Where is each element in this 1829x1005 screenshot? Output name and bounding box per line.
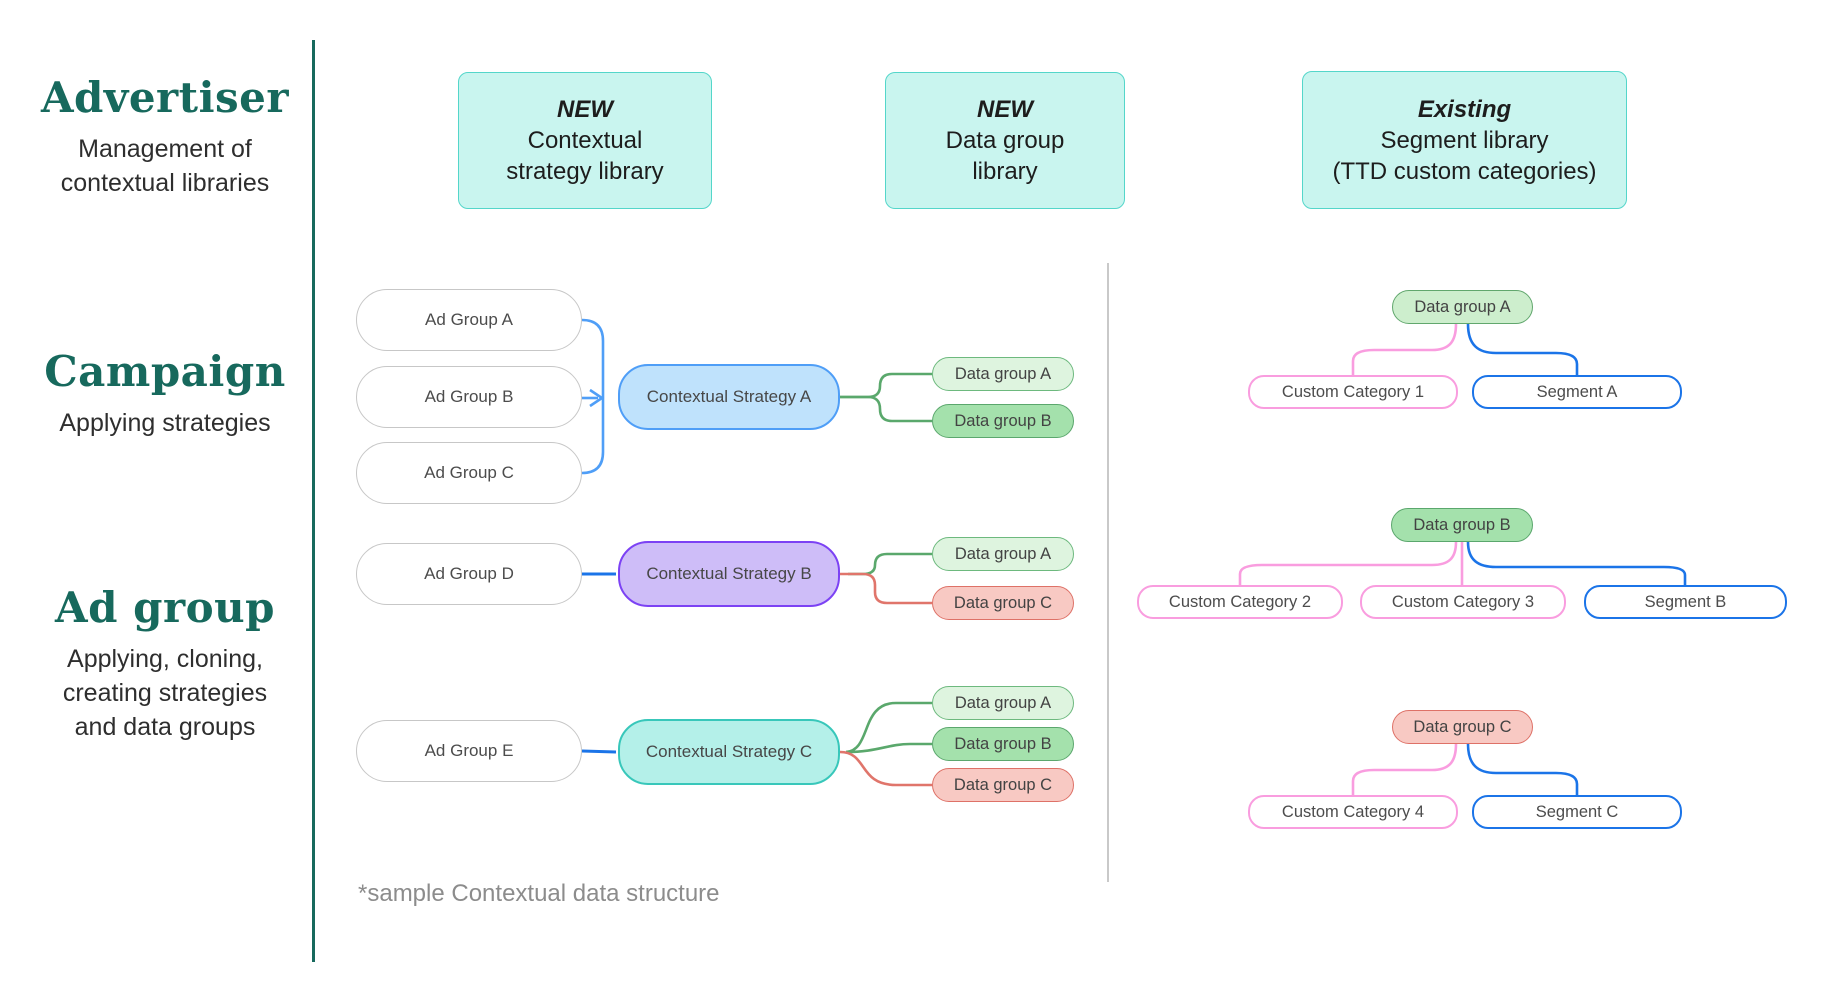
data-group-a-pill: Data group A [932,357,1074,391]
section-divider-line [1107,263,1109,882]
tree-a-connectors [1351,323,1579,375]
advertiser-title: Advertiser [40,73,290,122]
node-label: Data group A [954,364,1052,383]
campaign-title: Campaign [44,347,286,396]
custom-category-1-pill: Custom Category 1 [1248,375,1458,409]
node-label: Contextual Strategy C [645,742,813,761]
library-name: Data group library [945,127,1065,185]
ad-group-subtitle: Applying, cloning, creating strategies a… [62,645,268,741]
node-label: Custom Category 3 [1391,592,1535,611]
node-label: Ad Group D [424,564,514,583]
contextual-strategy-b-node: Contextual Strategy B [618,541,840,607]
node-label: Data group C [1413,717,1512,736]
node-label: Contextual Strategy A [646,387,812,406]
library-tag: NEW [977,96,1033,123]
data-group-c-pill: Data group C [932,586,1074,620]
segment-a-pill: Segment A [1472,375,1682,409]
node-label: Data group A [1414,297,1511,316]
contextual-strategy-c-node: Contextual Strategy C [618,719,840,785]
node-label: Ad Group C [424,463,514,482]
custom-category-4-pill: Custom Category 4 [1248,795,1458,829]
node-label: Data group B [954,411,1052,430]
library-box-contextual-strategy: NEW Contextual strategy library [458,72,712,209]
library-name: Contextual strategy library [506,127,664,185]
node-label: Ad Group A [425,310,513,329]
footnote: *sample Contextual data structure [358,880,720,907]
rail-section-advertiser: Advertiser Management of contextual libr… [20,72,310,200]
node-label: Ad Group E [424,741,514,760]
node-label: Custom Category 4 [1281,802,1425,821]
ad-group-e-node: Ad Group E [356,720,582,782]
tree-c-connectors [1351,743,1579,795]
node-label: Data group A [954,693,1052,712]
tree-a-parent-pill: Data group A [1392,290,1533,324]
library-box-segment: Existing Segment library (TTD custom cat… [1302,71,1627,209]
tree-c-parent-pill: Data group C [1392,710,1533,744]
library-tag: Existing [1417,95,1512,123]
segment-c-pill: Segment C [1472,795,1682,829]
custom-category-3-pill: Custom Category 3 [1360,585,1566,619]
custom-category-2-pill: Custom Category 2 [1137,585,1343,619]
library-box-data-group: NEW Data group library [885,72,1125,209]
contextual-strategy-a-node: Contextual Strategy A [618,364,840,430]
node-label: Custom Category 1 [1281,382,1425,401]
library-tag: NEW [557,96,613,123]
node-label: Ad Group B [424,387,514,406]
ad-group-a-node: Ad Group A [356,289,582,351]
ad-group-b-node: Ad Group B [356,366,582,428]
segment-b-pill: Segment B [1584,585,1787,619]
node-label: Custom Category 2 [1168,592,1312,611]
data-group-a-pill: Data group A [932,686,1074,720]
node-label: Data group C [953,775,1053,794]
node-label: Data group C [953,593,1053,612]
rail-section-campaign: Campaign Applying strategies [20,346,310,440]
node-label: Data group B [1413,515,1511,534]
campaign-subtitle: Applying strategies [59,409,271,437]
data-group-b-pill: Data group B [932,404,1074,438]
data-group-c-pill: Data group C [932,768,1074,802]
ad-group-c-node: Ad Group C [356,442,582,504]
strategy-b-outputs [840,552,932,605]
strategy-c-outputs [839,701,932,787]
node-label: Contextual Strategy B [646,564,812,583]
library-name: Segment library (TTD custom categories) [1332,126,1597,185]
tree-b-connectors [1238,541,1687,585]
node-label: Segment B [1644,592,1727,611]
advertiser-subtitle: Management of contextual libraries [60,135,270,197]
rail-section-ad-group: Ad group Applying, cloning, creating str… [20,582,310,744]
data-group-a-pill: Data group A [932,537,1074,571]
node-label: Segment C [1535,802,1619,821]
strategy-a-outputs [840,372,932,423]
adgroup-to-strategy-links [581,572,617,754]
node-label: Segment A [1536,382,1618,401]
node-label: Data group B [954,734,1052,753]
bracket-adgroups-to-strategy-a [581,318,605,475]
tree-b-parent-pill: Data group B [1391,508,1533,542]
ad-group-d-node: Ad Group D [356,543,582,605]
data-group-b-pill: Data group B [932,727,1074,761]
node-label: Data group A [954,544,1052,563]
rail-divider-line [312,40,315,962]
ad-group-title: Ad group [55,583,275,632]
